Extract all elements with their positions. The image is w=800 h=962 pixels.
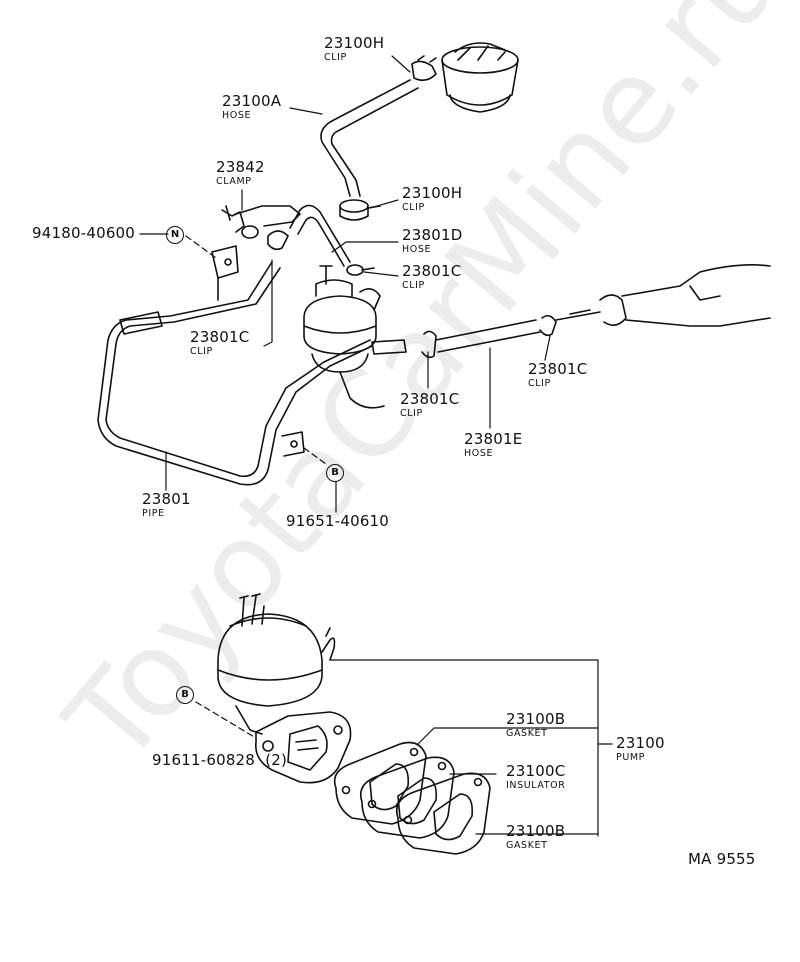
dashed-leader-lower xyxy=(195,701,257,739)
clip-23100h-top xyxy=(411,55,437,82)
hose-23100a xyxy=(320,79,419,197)
clip-23100h-lower xyxy=(339,199,381,221)
figure-code: MA 9555 xyxy=(688,850,756,868)
clip-23801c-b xyxy=(267,230,289,251)
gasket-23100b-a xyxy=(333,741,427,825)
leaders-lower xyxy=(329,659,613,837)
carburetor-body xyxy=(441,42,519,113)
pipe-bracket xyxy=(211,245,239,301)
label-94180-40600: 94180-40600 xyxy=(32,224,136,242)
fuel-pump-upper xyxy=(303,265,385,409)
gasket-23100b-b xyxy=(395,772,491,855)
label-91611-60828: 91611-60828 (2) xyxy=(152,751,288,769)
hose-23801d xyxy=(289,204,351,267)
pipe-23801 xyxy=(97,261,407,486)
leaders-upper xyxy=(139,55,551,513)
hose-23801e xyxy=(421,309,601,359)
label-91651-40610: 91651-40610 xyxy=(286,512,390,530)
fuel-pump-lower xyxy=(217,593,352,784)
marker-b-lower: B xyxy=(176,686,194,704)
tank-line xyxy=(599,264,771,327)
clamp-23842 xyxy=(221,205,301,239)
clip-23801c-a xyxy=(346,264,375,276)
insulator-23100c xyxy=(359,756,455,839)
marker-n: N xyxy=(166,226,184,244)
marker-b-upper: B xyxy=(326,464,344,482)
dashed-leaders-upper xyxy=(185,235,327,465)
